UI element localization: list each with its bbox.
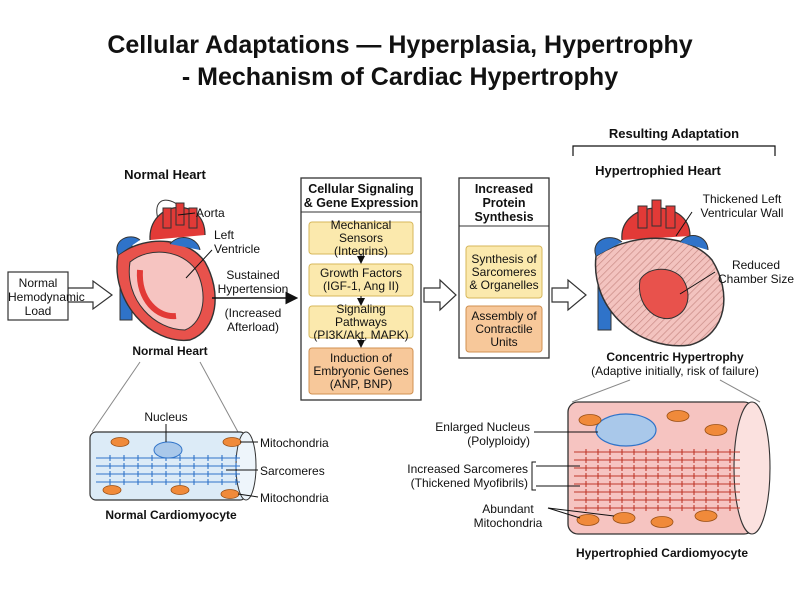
normal-heart-illustration xyxy=(116,199,216,341)
signaling-step-2: Growth Factors (IGF-1, Ang II) xyxy=(309,264,413,296)
signaling-step-2-line-1: Growth Factors xyxy=(319,266,403,280)
result-bracket-label: Resulting Adaptation xyxy=(608,126,740,141)
hypertrophied-heart-chamber xyxy=(638,268,689,320)
hyper-mito-7 xyxy=(694,510,718,522)
hyper-mito-2 xyxy=(666,410,690,422)
left-ventricle-label-1: Left xyxy=(214,228,235,242)
hyper-mito-3 xyxy=(704,424,728,436)
normal-mito-top-label: Mitochondria xyxy=(260,436,329,450)
signaling-step-3-line-1: Signaling Pathways xyxy=(334,301,388,329)
signaling-step-1: Mechanical Sensors (Integrins) xyxy=(309,217,413,257)
protein-heading-1: Increased xyxy=(474,182,534,196)
protein-heading-2: Protein xyxy=(482,196,526,210)
hypertrophied-cardiomyocyte-illustration xyxy=(567,401,771,535)
normal-heart-heading: Normal Heart xyxy=(124,167,206,182)
normal-mito-3 xyxy=(102,485,122,495)
left-ventricle-label-2: Ventricle xyxy=(214,242,261,256)
normal-heart-caption: Normal Heart xyxy=(132,344,208,358)
normal-load-box xyxy=(7,271,69,321)
normal-sarcomeres-label: Sarcomeres xyxy=(260,464,325,478)
signaling-step-4-line-3: (ANP, BNP) xyxy=(329,376,393,391)
signaling-step-4: Induction of Embryonic Genes (ANP, BNP) xyxy=(309,348,413,394)
normal-mito-1 xyxy=(110,437,130,447)
signaling-to-protein-arrow xyxy=(423,278,457,312)
signaling-step-2-line-2: (IGF-1, Ang II) xyxy=(322,279,400,293)
hypertrophied-cardiomyocyte-caption: Hypertrophied Cardiomyocyte xyxy=(575,546,749,560)
signaling-step-1-line-2: (Integrins) xyxy=(333,243,389,258)
normal-cardiomyocyte-illustration xyxy=(89,431,257,501)
enlarged-nucleus-label-1: Enlarged Nucleus xyxy=(435,420,530,434)
protein-step-1-line-1: Synthesis of xyxy=(471,251,537,266)
normal-mito-5 xyxy=(220,489,240,499)
thickened-wall-label-1: Thickened Left xyxy=(702,192,782,206)
normal-cardiomyocyte-caption: Normal Cardiomyocyte xyxy=(105,508,237,522)
protein-heading-3: Synthesis xyxy=(474,210,534,224)
protein-step-2-line-1: Assembly of xyxy=(471,308,537,323)
hyper-mito-4 xyxy=(576,514,600,526)
protein-step-2: Assembly of Contractile Units xyxy=(466,306,542,352)
page-title-line-2: - Mechanism of Cardiac Hypertrophy xyxy=(181,63,619,91)
protein-step-1-box xyxy=(465,245,543,299)
normal-load-arrow xyxy=(67,279,114,311)
signaling-step-1-line-1: Mechanical Sensors xyxy=(330,217,392,245)
signaling-step-4-line-2: Embryonic Genes xyxy=(313,363,409,378)
hypertrophied-heart-heading: Hypertrophied Heart xyxy=(595,163,721,178)
enlarged-nucleus-label-2: (Polyploidy) xyxy=(467,434,530,448)
protein-to-result-arrow xyxy=(551,278,587,312)
aorta-label: Aorta xyxy=(196,206,225,220)
hyper-mito-5 xyxy=(612,512,636,524)
hypertrophied-heart-illustration xyxy=(594,199,725,347)
thickened-wall-label-2: Ventricular Wall xyxy=(700,206,784,220)
increased-sarcomeres-label-2: (Thickened Myofibrils) xyxy=(410,476,528,490)
increased-sarcomeres-label-1: Increased Sarcomeres xyxy=(407,462,528,476)
protein-step-2-box xyxy=(465,305,543,353)
normal-nucleus xyxy=(153,441,183,459)
normal-mito-4 xyxy=(170,485,190,495)
normal-mito-2 xyxy=(222,437,242,447)
signaling-heading-2: & Gene Expression xyxy=(303,196,419,210)
protein-step-1-line-2: Sarcomeres xyxy=(471,264,537,279)
reduced-chamber-label-2: Chamber Size xyxy=(717,272,795,286)
signaling-step-4-line-1: Induction of xyxy=(329,350,393,365)
signaling-heading-1: Cellular Signaling xyxy=(308,182,414,196)
hypertrophy-type-label: Concentric Hypertrophy xyxy=(606,350,744,364)
sarcomere-bracket xyxy=(531,461,536,491)
protein-step-2-line-3: Units xyxy=(490,334,518,349)
stimulus-label-2: Hypertension xyxy=(217,282,289,296)
normal-load-label-2: Hemodynamic xyxy=(8,290,85,304)
normal-mito-bottom-label: Mitochondria xyxy=(260,491,329,505)
signaling-step-4-box xyxy=(308,347,414,395)
hyper-nucleus xyxy=(595,413,657,447)
abundant-mito-label-2: Mitochondria xyxy=(473,516,543,530)
page-title-line-1: Cellular Adaptations — Hyperplasia, Hype… xyxy=(107,31,693,59)
stimulus-note-1: (Increased xyxy=(224,306,282,320)
hyper-mito-6 xyxy=(650,516,674,528)
normal-nucleus-label: Nucleus xyxy=(144,410,188,424)
signaling-step-3-line-2: (PI3K/Akt, MAPK) xyxy=(313,327,409,342)
normal-load-label-3: Load xyxy=(24,304,52,318)
result-bracket xyxy=(572,145,776,156)
hypertrophy-type-note: (Adaptive initially, risk of failure) xyxy=(591,364,759,378)
protein-step-1: Synthesis of Sarcomeres & Organelles xyxy=(466,246,542,298)
signaling-step-3: Signaling Pathways (PI3K/Akt, MAPK) xyxy=(309,301,413,341)
protein-step-1-line-3: & Organelles xyxy=(469,277,539,292)
hyper-mito-1 xyxy=(578,414,602,426)
stimulus-label-1: Sustained xyxy=(226,268,280,282)
normal-load-label-1: Normal xyxy=(18,276,58,290)
abundant-mito-label-1: Abundant xyxy=(482,502,534,516)
stimulus-note-2: Afterload) xyxy=(226,320,280,334)
protein-step-2-line-2: Contractile xyxy=(475,321,533,336)
reduced-chamber-label-1: Reduced xyxy=(731,258,781,272)
